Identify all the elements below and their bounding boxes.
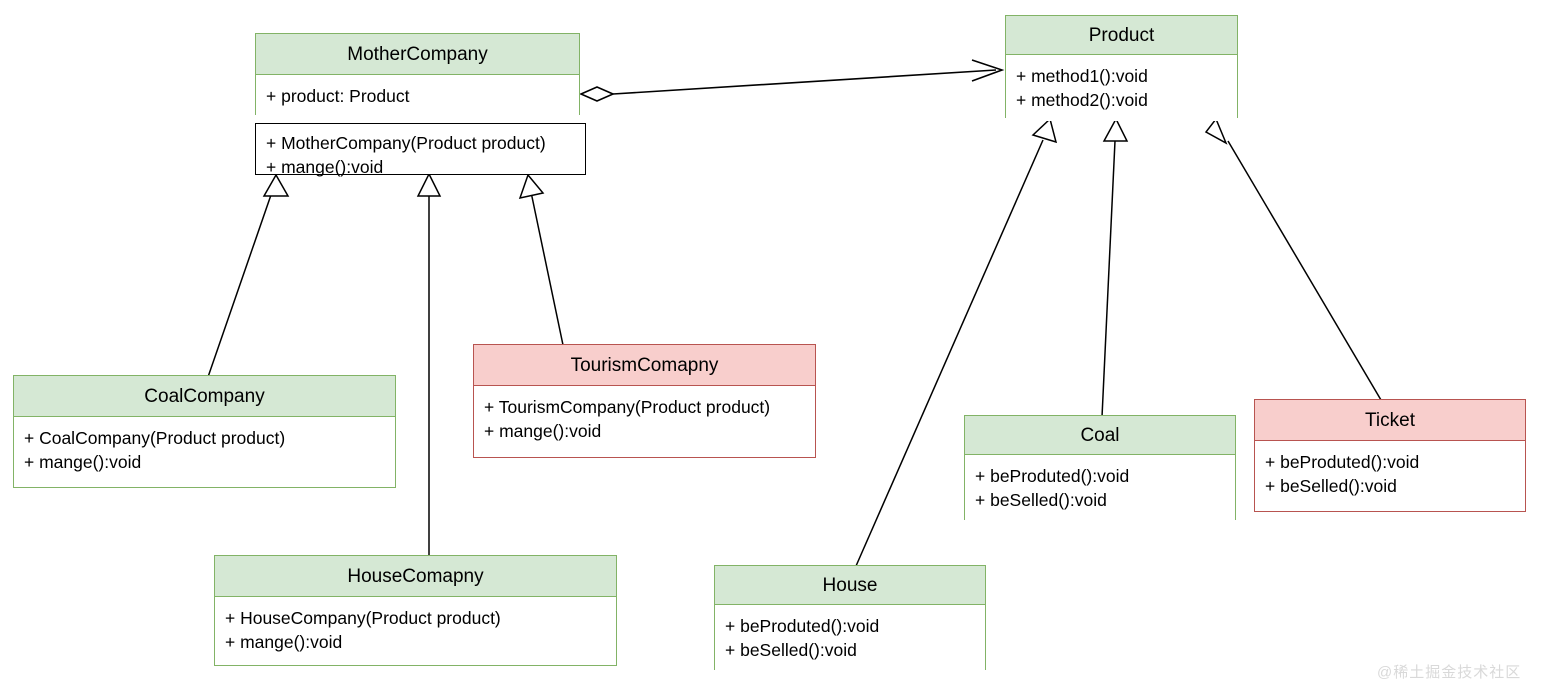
operation-row: + TourismCompany(Product product): [484, 397, 771, 417]
class-box-ticket[interactable]: Ticket + beProduted():void + beSelled():…: [1254, 399, 1526, 512]
operation-row: + method1():void: [1016, 66, 1148, 86]
class-operations-ticket: + beProduted():void + beSelled():void: [1255, 441, 1525, 507]
class-operations-housecompany: + HouseCompany(Product product) + mange(…: [215, 597, 616, 663]
operation-row: + beProduted():void: [975, 466, 1130, 486]
class-box-housecompany[interactable]: HouseComapny + HouseCompany(Product prod…: [214, 555, 617, 666]
class-operations-tourismcompany: + TourismCompany(Product product) + mang…: [474, 386, 815, 452]
class-box-product[interactable]: Product + method1():void + method2():voi…: [1005, 15, 1238, 121]
operation-row: + CoalCompany(Product product): [24, 428, 286, 448]
operation-row: + method2():void: [1016, 90, 1148, 110]
class-title-house: House: [715, 566, 985, 605]
class-box-house[interactable]: House + beProduted():void + beSelled():v…: [714, 565, 986, 671]
edge-generalization-tourismcompany-mothercompany: [518, 173, 564, 346]
attribute-row: + product: Product: [266, 86, 410, 106]
operation-row: + mange():void: [24, 452, 142, 472]
class-box-coal[interactable]: Coal + beProduted():void + beSelled():vo…: [964, 415, 1236, 521]
edge-generalization-ticket-product: [1204, 117, 1382, 401]
class-box-coalcompany[interactable]: CoalCompany + CoalCompany(Product produc…: [13, 375, 396, 488]
edge-generalization-coal-product: [1101, 117, 1129, 418]
class-box-mothercompany[interactable]: MotherCompany + product: Product: [255, 33, 580, 117]
operation-row: + beSelled():void: [1265, 476, 1397, 496]
class-title-tourismcompany: TourismComapny: [474, 345, 815, 386]
open-arrow-icon: [971, 59, 1005, 82]
class-attributes-mothercompany: + product: Product: [256, 75, 579, 117]
operation-row: + beSelled():void: [725, 640, 857, 660]
operation-row: + HouseCompany(Product product): [225, 608, 501, 628]
class-title-mothercompany: MotherCompany: [256, 34, 579, 75]
class-title-coalcompany: CoalCompany: [14, 376, 395, 417]
hollow-triangle-icon: [1102, 117, 1129, 142]
operation-row: + beSelled():void: [975, 490, 1107, 510]
watermark-text: @稀土掘金技术社区: [1377, 664, 1522, 681]
operation-row: + MotherCompany(Product product): [266, 133, 546, 153]
edge-aggregation-mothercompany-product: [579, 59, 1005, 102]
class-operations-coal: + beProduted():void + beSelled():void: [965, 455, 1235, 521]
class-title-ticket: Ticket: [1255, 400, 1525, 441]
operation-row: + mange():void: [225, 632, 343, 652]
hollow-triangle-icon: [1204, 117, 1228, 145]
edge-generalization-coalcompany-mothercompany: [207, 173, 290, 378]
class-box-tourismcompany[interactable]: TourismComapny + TourismCompany(Product …: [473, 344, 816, 458]
hollow-triangle-icon: [1031, 117, 1058, 144]
edge-generalization-housecompany-mothercompany: [416, 172, 442, 558]
operation-row: + beProduted():void: [1265, 452, 1420, 472]
class-operations-mothercompany[interactable]: + MotherCompany(Product product) + mange…: [255, 123, 586, 177]
operation-row: + beProduted():void: [725, 616, 880, 636]
class-operations-house: + beProduted():void + beSelled():void: [715, 605, 985, 671]
operation-row: + mange():void: [484, 421, 602, 441]
operation-row: + mange():void: [266, 157, 384, 177]
class-operations-coalcompany: + CoalCompany(Product product) + mange()…: [14, 417, 395, 483]
class-operations-product: + method1():void + method2():void: [1006, 55, 1237, 121]
class-title-coal: Coal: [965, 416, 1235, 455]
class-title-product: Product: [1006, 16, 1237, 55]
class-title-housecompany: HouseComapny: [215, 556, 616, 597]
hollow-diamond-icon: [579, 86, 615, 102]
